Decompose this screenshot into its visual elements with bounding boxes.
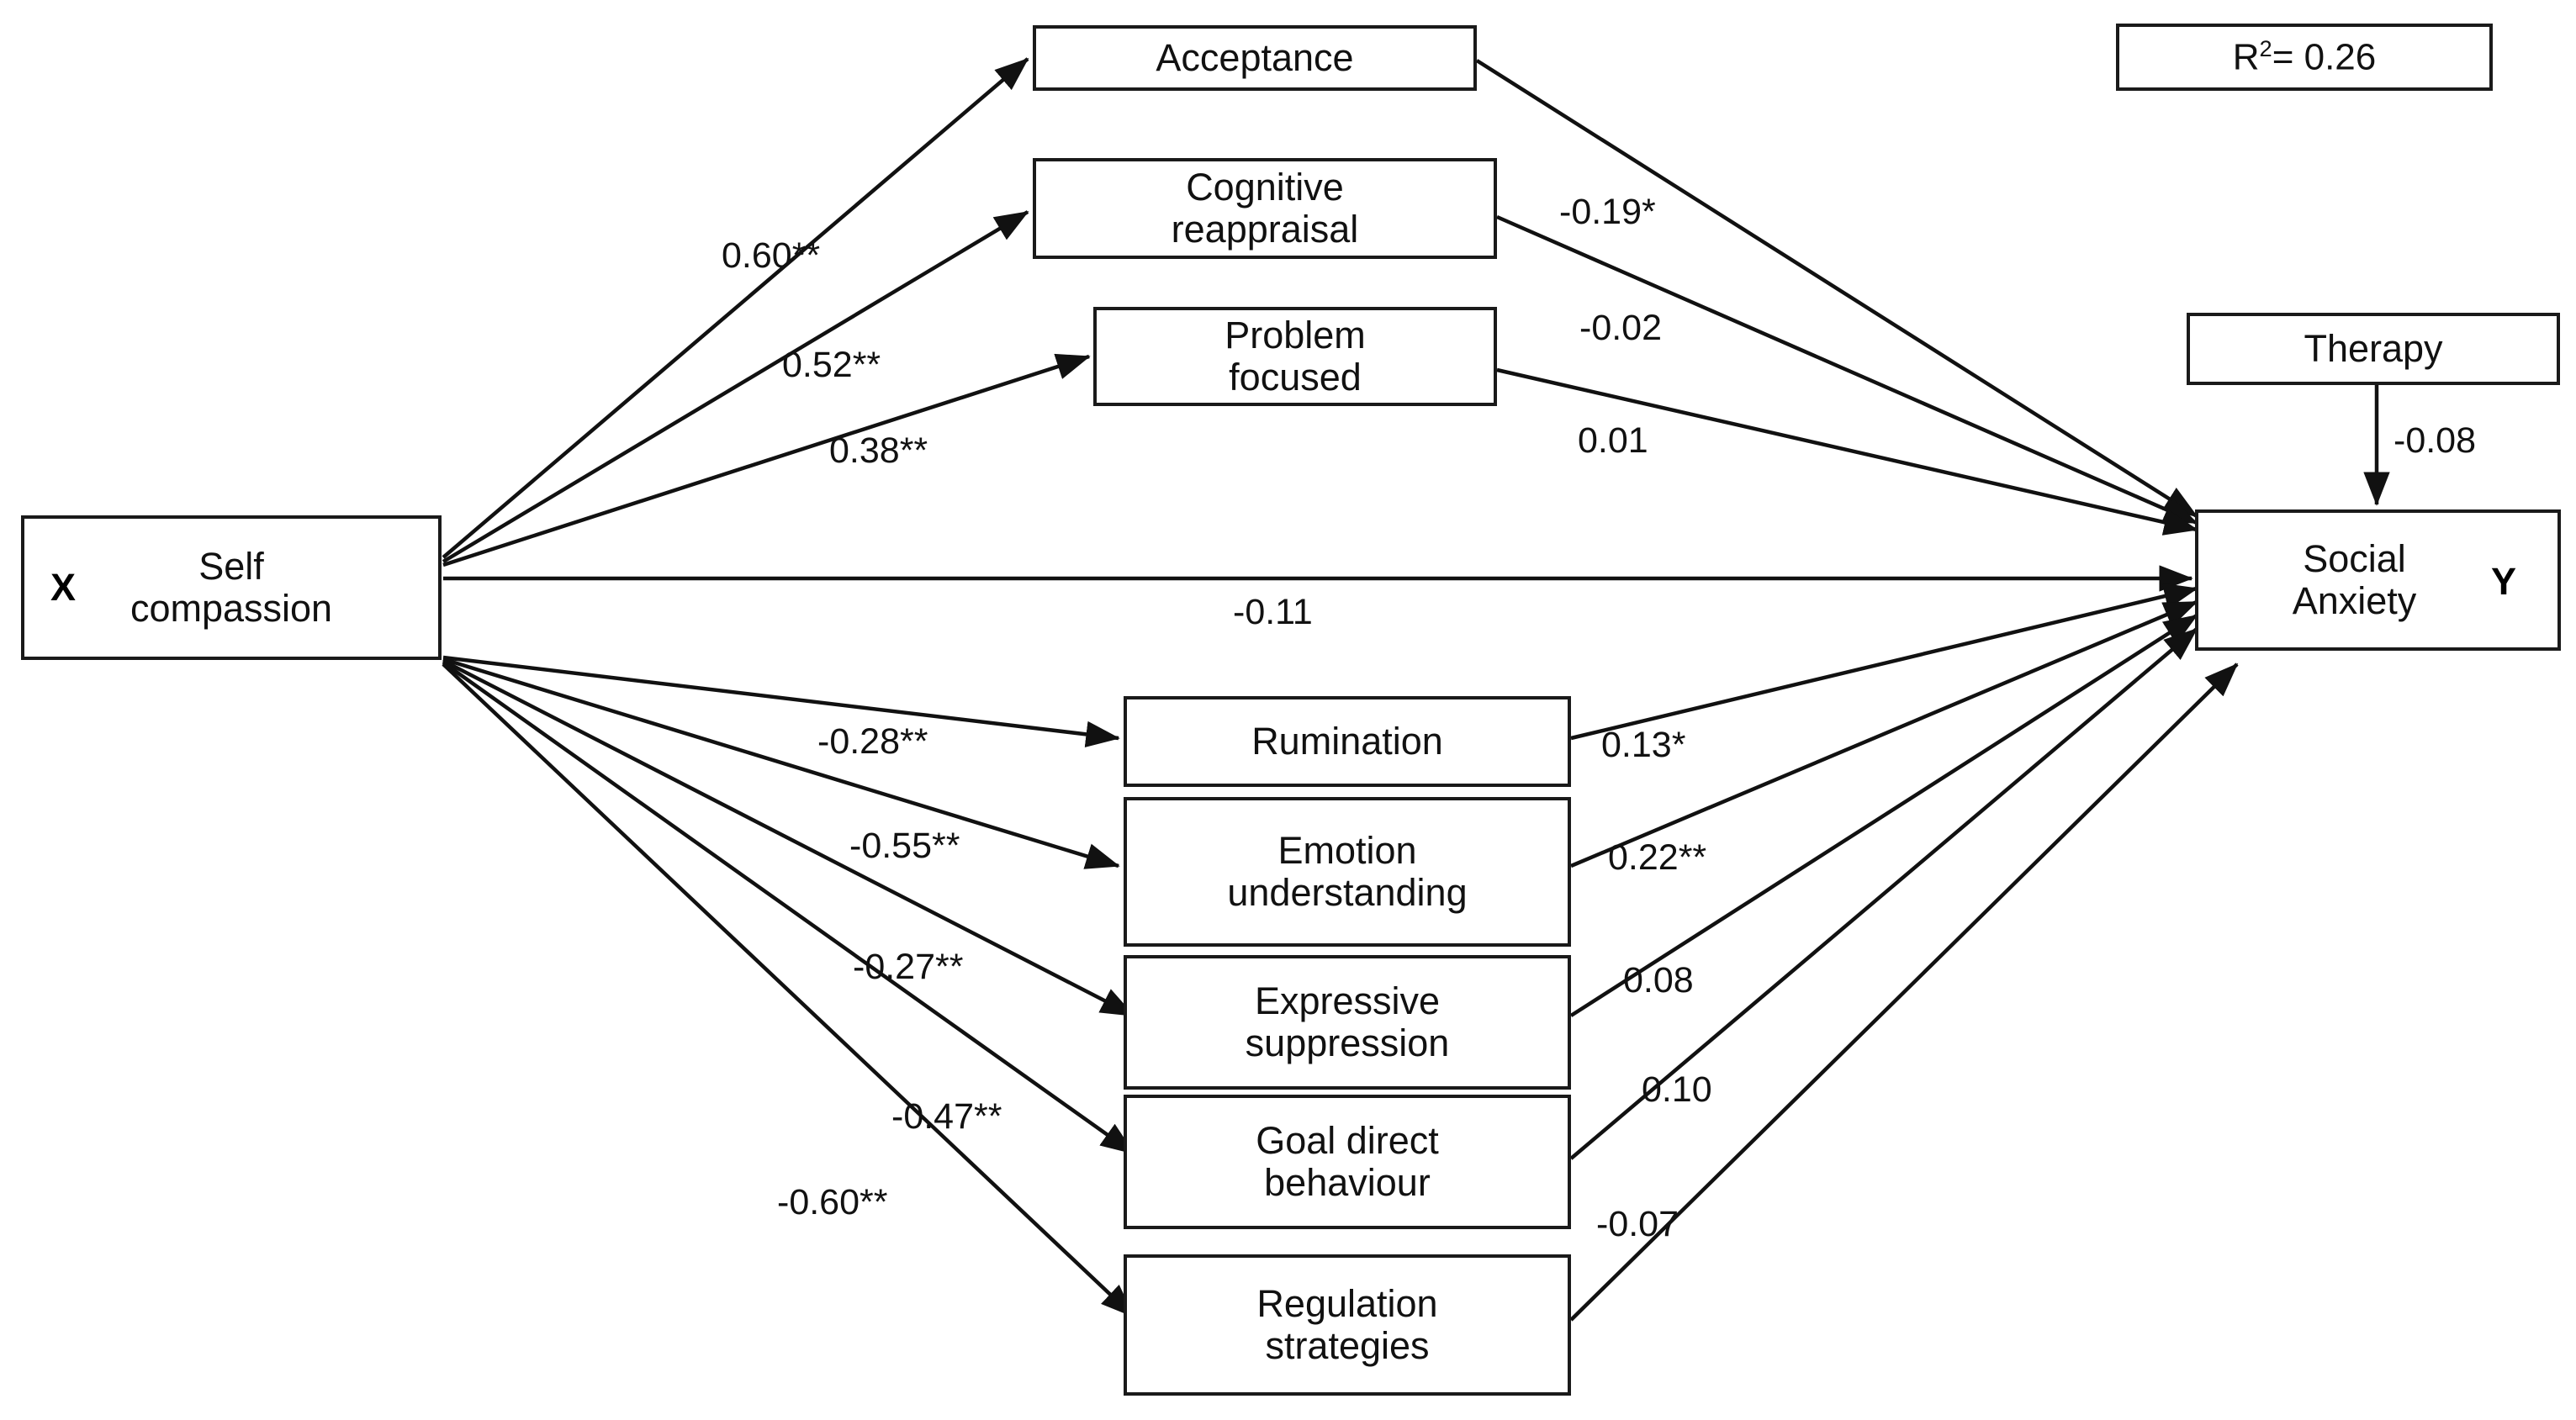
node-goal-direct-behaviour[interactable]: Goal direct behaviour	[1124, 1095, 1571, 1229]
node-problem-focused-label: Problem focused	[1225, 313, 1366, 399]
edge-selfcompassion-expressive-suppression	[442, 658, 1135, 1018]
outcome-y-marker: Y	[2491, 560, 2517, 603]
coef-rumination-to-outcome: 0.13*	[1601, 725, 1686, 765]
node-cognitive-reappraisal[interactable]: Cognitive reappraisal	[1033, 158, 1497, 259]
node-social-anxiety[interactable]: Social Anxiety	[2195, 509, 2561, 651]
node-emotion-understanding-label: Emotion understanding	[1227, 828, 1468, 914]
node-acceptance[interactable]: Acceptance	[1033, 25, 1477, 91]
node-regulation-strategies-label: Regulation strategies	[1256, 1281, 1438, 1367]
coef-to-expressive-suppression: -0.27**	[853, 947, 964, 987]
node-regulation-strategies[interactable]: Regulation strategies	[1124, 1254, 1571, 1396]
coef-to-regulation-strategies: -0.60**	[777, 1182, 888, 1222]
coef-expressive-suppression-to-outcome: 0.08	[1623, 960, 1694, 1000]
coef-direct-effect: -0.11	[1233, 592, 1313, 632]
coef-acceptance-to-outcome: -0.19*	[1559, 192, 1656, 232]
node-social-anxiety-label: Social Anxiety	[2292, 536, 2417, 622]
node-self-compassion-label: Self compassion	[130, 544, 333, 630]
edge-cognitive-reappraisal-socialanxiety	[1496, 214, 2198, 525]
edge-expressive-suppression-socialanxiety	[1569, 614, 2198, 1017]
node-problem-focused[interactable]: Problem focused	[1093, 307, 1497, 406]
coef-goal-direct-behaviour-to-outcome: 0.10	[1642, 1069, 1712, 1110]
node-acceptance-label: Acceptance	[1156, 35, 1354, 79]
coef-to-emotion-understanding: -0.55**	[849, 826, 960, 866]
edge-selfcompassion-rumination	[442, 655, 1120, 748]
node-goal-direct-behaviour-label: Goal direct behaviour	[1256, 1118, 1439, 1204]
node-therapy-label: Therapy	[2304, 326, 2443, 370]
coef-to-acceptance: 0.60**	[722, 235, 821, 276]
predictor-x-marker: X	[50, 566, 77, 609]
node-self-compassion[interactable]: Self compassion	[21, 515, 442, 660]
coef-to-rumination: -0.28**	[817, 721, 928, 762]
coef-to-goal-direct-behaviour: -0.47**	[891, 1096, 1002, 1137]
edge-selfcompassion-goal-direct-behaviour	[442, 661, 1135, 1155]
r-squared-value: = 0.26	[2272, 36, 2377, 78]
coef-problem-focused-to-outcome: 0.01	[1578, 420, 1648, 461]
coef-cognitive-reappraisal-to-outcome: -0.02	[1579, 308, 1663, 348]
coef-to-cognitive-reappraisal: 0.52**	[782, 345, 881, 385]
node-emotion-understanding[interactable]: Emotion understanding	[1124, 797, 1571, 947]
edge-selfcompassion-emotion-understanding	[442, 657, 1120, 869]
node-expressive-suppression-label: Expressive suppression	[1245, 979, 1450, 1064]
r-squared-prefix: R	[2232, 36, 2260, 78]
r-squared-exponent: 2	[2259, 35, 2272, 62]
edge-selfcompassion-acceptance	[442, 57, 1029, 559]
coef-to-problem-focused: 0.38**	[829, 430, 928, 471]
node-expressive-suppression[interactable]: Expressive suppression	[1124, 955, 1571, 1090]
edge-rumination-socialanxiety	[1570, 583, 2198, 741]
coef-regulation-strategies-to-outcome: -0.07	[1596, 1204, 1679, 1244]
r-squared-box: R2= 0.26	[2116, 24, 2493, 91]
node-rumination-label: Rumination	[1251, 719, 1443, 763]
node-cognitive-reappraisal-label: Cognitive reappraisal	[1171, 165, 1359, 251]
node-therapy[interactable]: Therapy	[2187, 313, 2560, 385]
coef-therapy-to-outcome: -0.08	[2394, 420, 2477, 461]
coef-emotion-understanding-to-outcome: 0.22**	[1608, 837, 1707, 878]
r-squared-text: R2= 0.26	[2232, 35, 2377, 78]
node-rumination[interactable]: Rumination	[1124, 696, 1571, 787]
edge-selfcompassion-problem-focused	[442, 353, 1091, 567]
